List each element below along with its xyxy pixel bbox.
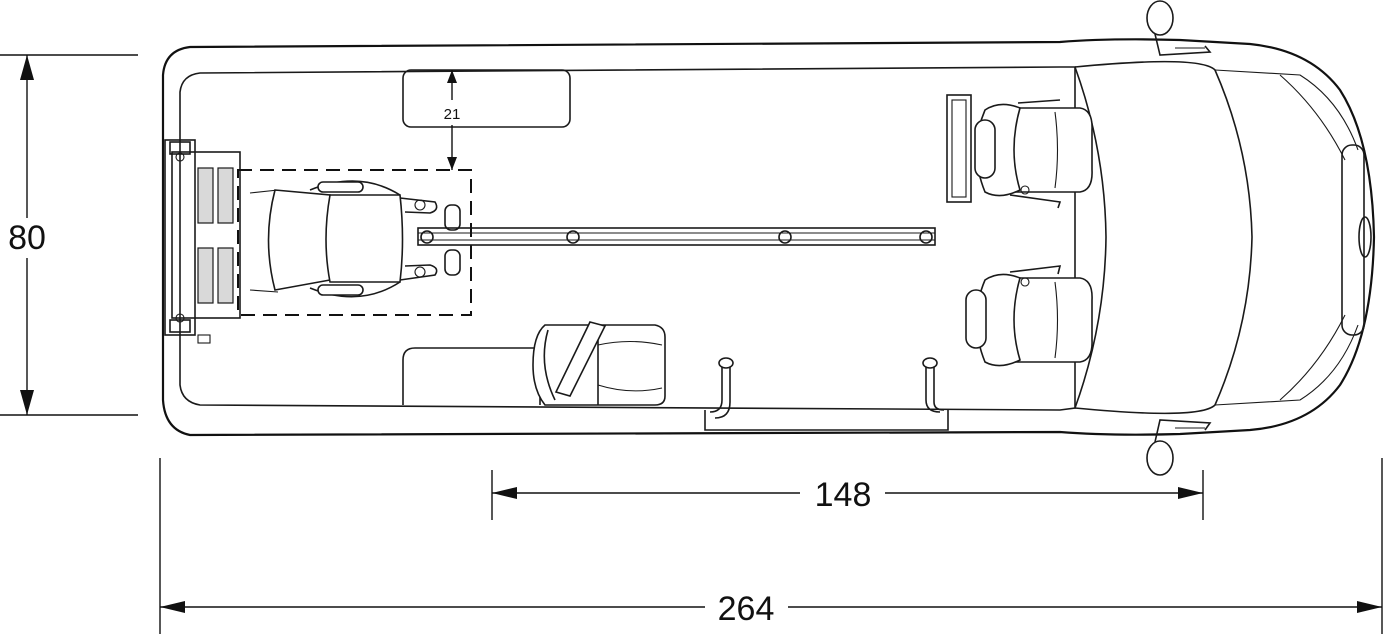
- wheel-arch-right: [402, 347, 541, 405]
- wheelchair-space-outline: [237, 169, 472, 316]
- width-dimension-label: 80: [8, 219, 46, 257]
- dimension-width: 80: [0, 54, 138, 416]
- left-mirror: [1146, 0, 1212, 56]
- rear-wheelchair-lift: [164, 139, 241, 344]
- front-seat-driver: [946, 94, 1093, 209]
- aisle-gap-dimension-label: 21: [444, 106, 461, 123]
- front-seat-passenger: [965, 265, 1093, 367]
- overall-length-dimension-label: 264: [718, 590, 775, 628]
- wheelbase-dimension-label: 148: [815, 476, 872, 514]
- dimension-aisle-gap: 21: [444, 70, 461, 170]
- wheelchair: [249, 180, 461, 298]
- floor-track-rail: [417, 227, 936, 246]
- side-step-grab-rails: [704, 357, 949, 431]
- wheel-arch-left: [402, 69, 571, 128]
- side-fold-seat: [532, 321, 666, 406]
- dimension-overall-length: 264: [159, 458, 1383, 634]
- dimension-wheelbase: 148: [491, 470, 1204, 520]
- van-body: [161, 0, 1376, 476]
- right-mirror: [1146, 419, 1212, 476]
